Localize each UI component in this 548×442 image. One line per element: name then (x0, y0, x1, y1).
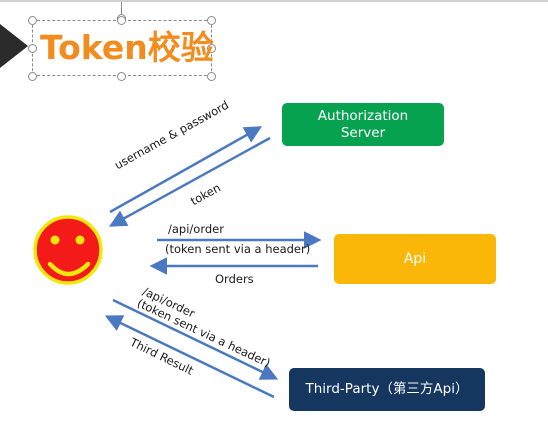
resize-handle-top-left[interactable] (28, 16, 37, 25)
resize-handle-bottom-right[interactable] (207, 72, 216, 81)
slide-title[interactable]: Token校验 (40, 28, 214, 67)
node-api[interactable]: Api (334, 234, 496, 284)
resize-handle-bottom[interactable] (117, 72, 126, 81)
edge-label-api-request-header: (token sent via a header) (165, 242, 311, 256)
node-api-label: Api (403, 250, 427, 267)
slide-marker-icon (0, 24, 28, 68)
rotate-handle-stem (121, 2, 122, 16)
edge-label-orders: Orders (215, 272, 254, 286)
resize-handle-left[interactable] (28, 44, 37, 53)
resize-handle-top[interactable] (117, 16, 126, 25)
node-third-party[interactable]: Third-Party（第三方Api） (289, 368, 485, 411)
resize-handle-bottom-left[interactable] (28, 72, 37, 81)
node-authorization-server-label: Authorization Server (317, 107, 409, 141)
resize-handle-right[interactable] (207, 44, 216, 53)
arrow-credentials-to-auth (109, 126, 263, 214)
arrow-token-to-user (108, 136, 271, 227)
arrow-result-to-user (104, 315, 275, 399)
edge-label-api-request-path: /api/order (168, 222, 224, 236)
user-smiley-icon (33, 215, 103, 285)
arrow-request-to-third-party (112, 298, 279, 380)
node-authorization-server[interactable]: Authorization Server (282, 103, 444, 146)
top-divider (0, 0, 548, 2)
resize-handle-top-right[interactable] (207, 16, 216, 25)
node-third-party-label: Third-Party（第三方Api） (305, 381, 469, 397)
